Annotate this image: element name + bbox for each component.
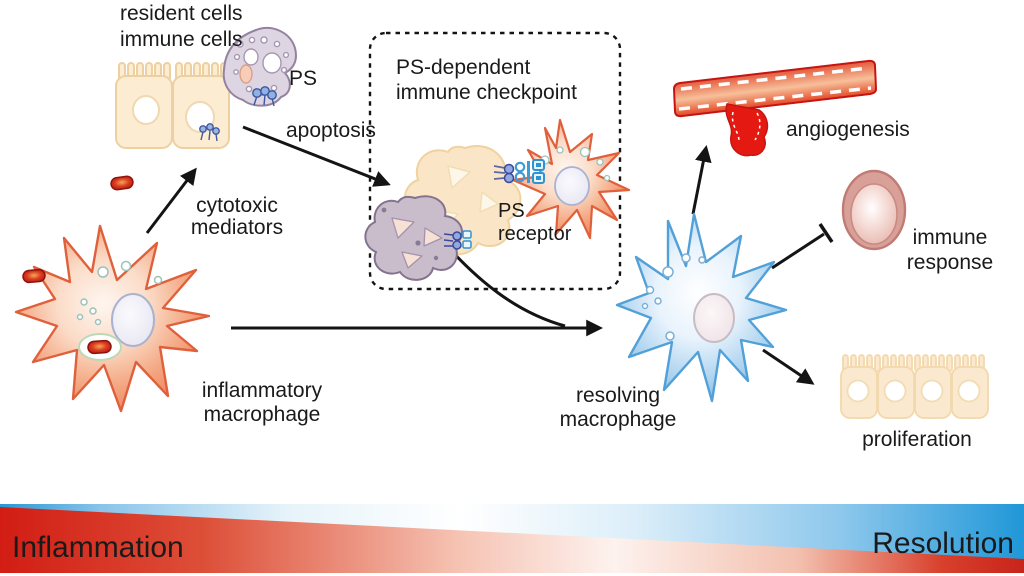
cytotoxic-label-line2: mediators xyxy=(191,216,283,239)
nucleus xyxy=(554,166,590,206)
arrow-angiogenesis xyxy=(691,145,712,215)
immune-response-label-line2: response xyxy=(907,251,993,274)
bacterium xyxy=(110,175,134,191)
curve-efferocytosis xyxy=(445,244,566,328)
nucleus xyxy=(185,101,215,133)
inflammatory-macrophage-label-line1: inflammatory xyxy=(202,379,323,402)
arrow-apoptosis xyxy=(242,125,391,187)
ps-glyph-purple-cell xyxy=(443,230,472,250)
inflammatory-macrophage-label-line2: macrophage xyxy=(204,403,321,426)
inflammation-wedge xyxy=(0,507,1024,573)
ps-receptor-complex xyxy=(493,159,545,184)
immune-response-label-line1: immune xyxy=(913,226,988,249)
epithelial-cells xyxy=(115,62,230,149)
inflammation-axis-label: Inflammation xyxy=(12,531,184,564)
vessel-sprout xyxy=(725,103,769,157)
ps-patch xyxy=(252,86,277,107)
vesicles xyxy=(641,253,706,341)
arrow-cytotoxic-mediators xyxy=(145,167,197,234)
proliferating-epithelium xyxy=(840,354,989,419)
inhibitor-immune-response xyxy=(771,223,834,270)
bacterium xyxy=(22,268,46,284)
nucleus xyxy=(846,379,870,403)
blood-vessel xyxy=(672,59,878,157)
ps-glyph-on-epithelium xyxy=(199,123,220,142)
resolving-macrophage xyxy=(615,212,788,403)
arrow-layer xyxy=(145,125,834,385)
lymphocyte xyxy=(841,169,907,251)
cytotoxic-label-line1: cytotoxic xyxy=(196,194,278,217)
apoptotic-immune-cell xyxy=(222,27,297,107)
text-layer: resident cells immune cells PS apoptosis… xyxy=(120,2,993,451)
nucleus xyxy=(132,95,160,125)
resolution-axis-label: Resolution xyxy=(872,527,1014,560)
inflammation-resolution-gradient-bar: Inflammation Resolution xyxy=(0,504,1024,573)
proliferation-label: proliferation xyxy=(862,428,972,451)
immune-cells-label: immune cells xyxy=(120,28,243,51)
nucleus xyxy=(957,379,981,403)
vesicles xyxy=(76,260,163,326)
apoptotic-cell-purple xyxy=(364,195,472,281)
resident-cells-label: resident cells xyxy=(120,2,243,25)
checkpoint-title-line1: PS-dependent xyxy=(396,56,530,79)
ps-receptor-label-line2: receptor xyxy=(498,223,572,245)
inflammatory-macrophage xyxy=(14,224,211,413)
dashed-checkpoint-box xyxy=(368,31,622,291)
apoptosis-label: apoptosis xyxy=(286,119,376,142)
nucleus xyxy=(920,379,944,403)
resolving-macrophage-label-line1: resolving xyxy=(576,384,660,407)
bacterium-engulfed xyxy=(87,339,112,355)
arrow-proliferation xyxy=(762,348,815,385)
ps-receptor-label-line1: PS xyxy=(498,200,525,222)
angiogenesis-label: angiogenesis xyxy=(786,118,910,141)
checkpoint-macrophage xyxy=(511,118,631,240)
ps-label: PS xyxy=(289,67,317,90)
checkpoint-title-line2: immune checkpoint xyxy=(396,81,577,104)
nucleus xyxy=(693,293,735,343)
nucleus xyxy=(111,293,155,347)
nucleus xyxy=(883,379,907,403)
resolving-macrophage-label-line2: macrophage xyxy=(560,408,677,431)
